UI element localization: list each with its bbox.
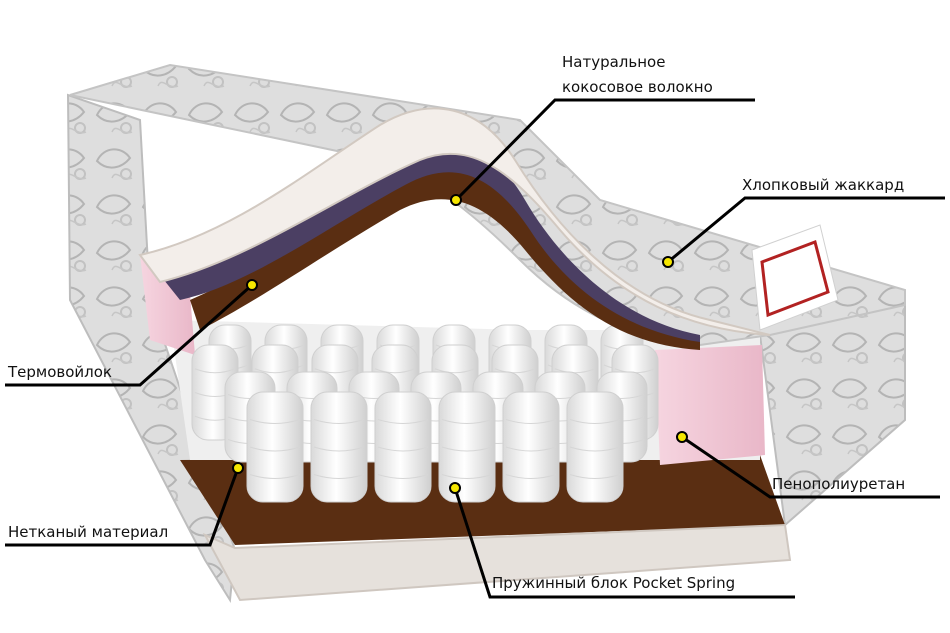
callout-line-nonwoven	[5, 467, 240, 547]
markers	[232, 194, 688, 494]
bottom-fabric-edge	[202, 523, 792, 602]
pocket-spring	[566, 391, 624, 503]
marker-thermofelt	[246, 279, 258, 291]
label-polyurethane: Пенополиуретан	[772, 475, 906, 493]
marker-polyurethane	[676, 431, 688, 443]
pocket-spring	[374, 391, 432, 503]
top-fabric-peeled	[138, 107, 771, 336]
pocket-spring-block	[191, 324, 659, 503]
pocket-spring	[438, 391, 496, 503]
pocket-spring	[246, 391, 304, 503]
pocket-spring	[310, 391, 368, 503]
callout-line-jacquard	[667, 196, 945, 264]
foam-right	[655, 345, 765, 465]
label-jacquard: Хлопковый жаккард	[742, 176, 905, 194]
marker-springs	[449, 482, 461, 494]
callout-line-polyurethane	[681, 435, 940, 499]
label-thermofelt: Термовойлок	[8, 363, 112, 381]
callout-line-coconut	[454, 98, 755, 202]
coconut-layer-peeled	[190, 162, 700, 350]
marker-jacquard	[662, 256, 674, 268]
label-nonwoven: Нетканый материал	[8, 523, 169, 541]
callout-lines	[5, 98, 945, 599]
label-coconut-line1: Натуральное	[562, 53, 666, 71]
callout-line-thermofelt	[5, 283, 253, 387]
marker-coconut	[450, 194, 462, 206]
marker-nonwoven	[232, 462, 244, 474]
brand-tag-ornament	[760, 240, 830, 318]
pocket-spring	[502, 391, 560, 503]
callout-line-springs	[453, 487, 795, 599]
label-coconut-line2: кокосовое волокно	[562, 78, 713, 96]
label-springs: Пружинный блок Pocket Spring	[492, 574, 736, 592]
